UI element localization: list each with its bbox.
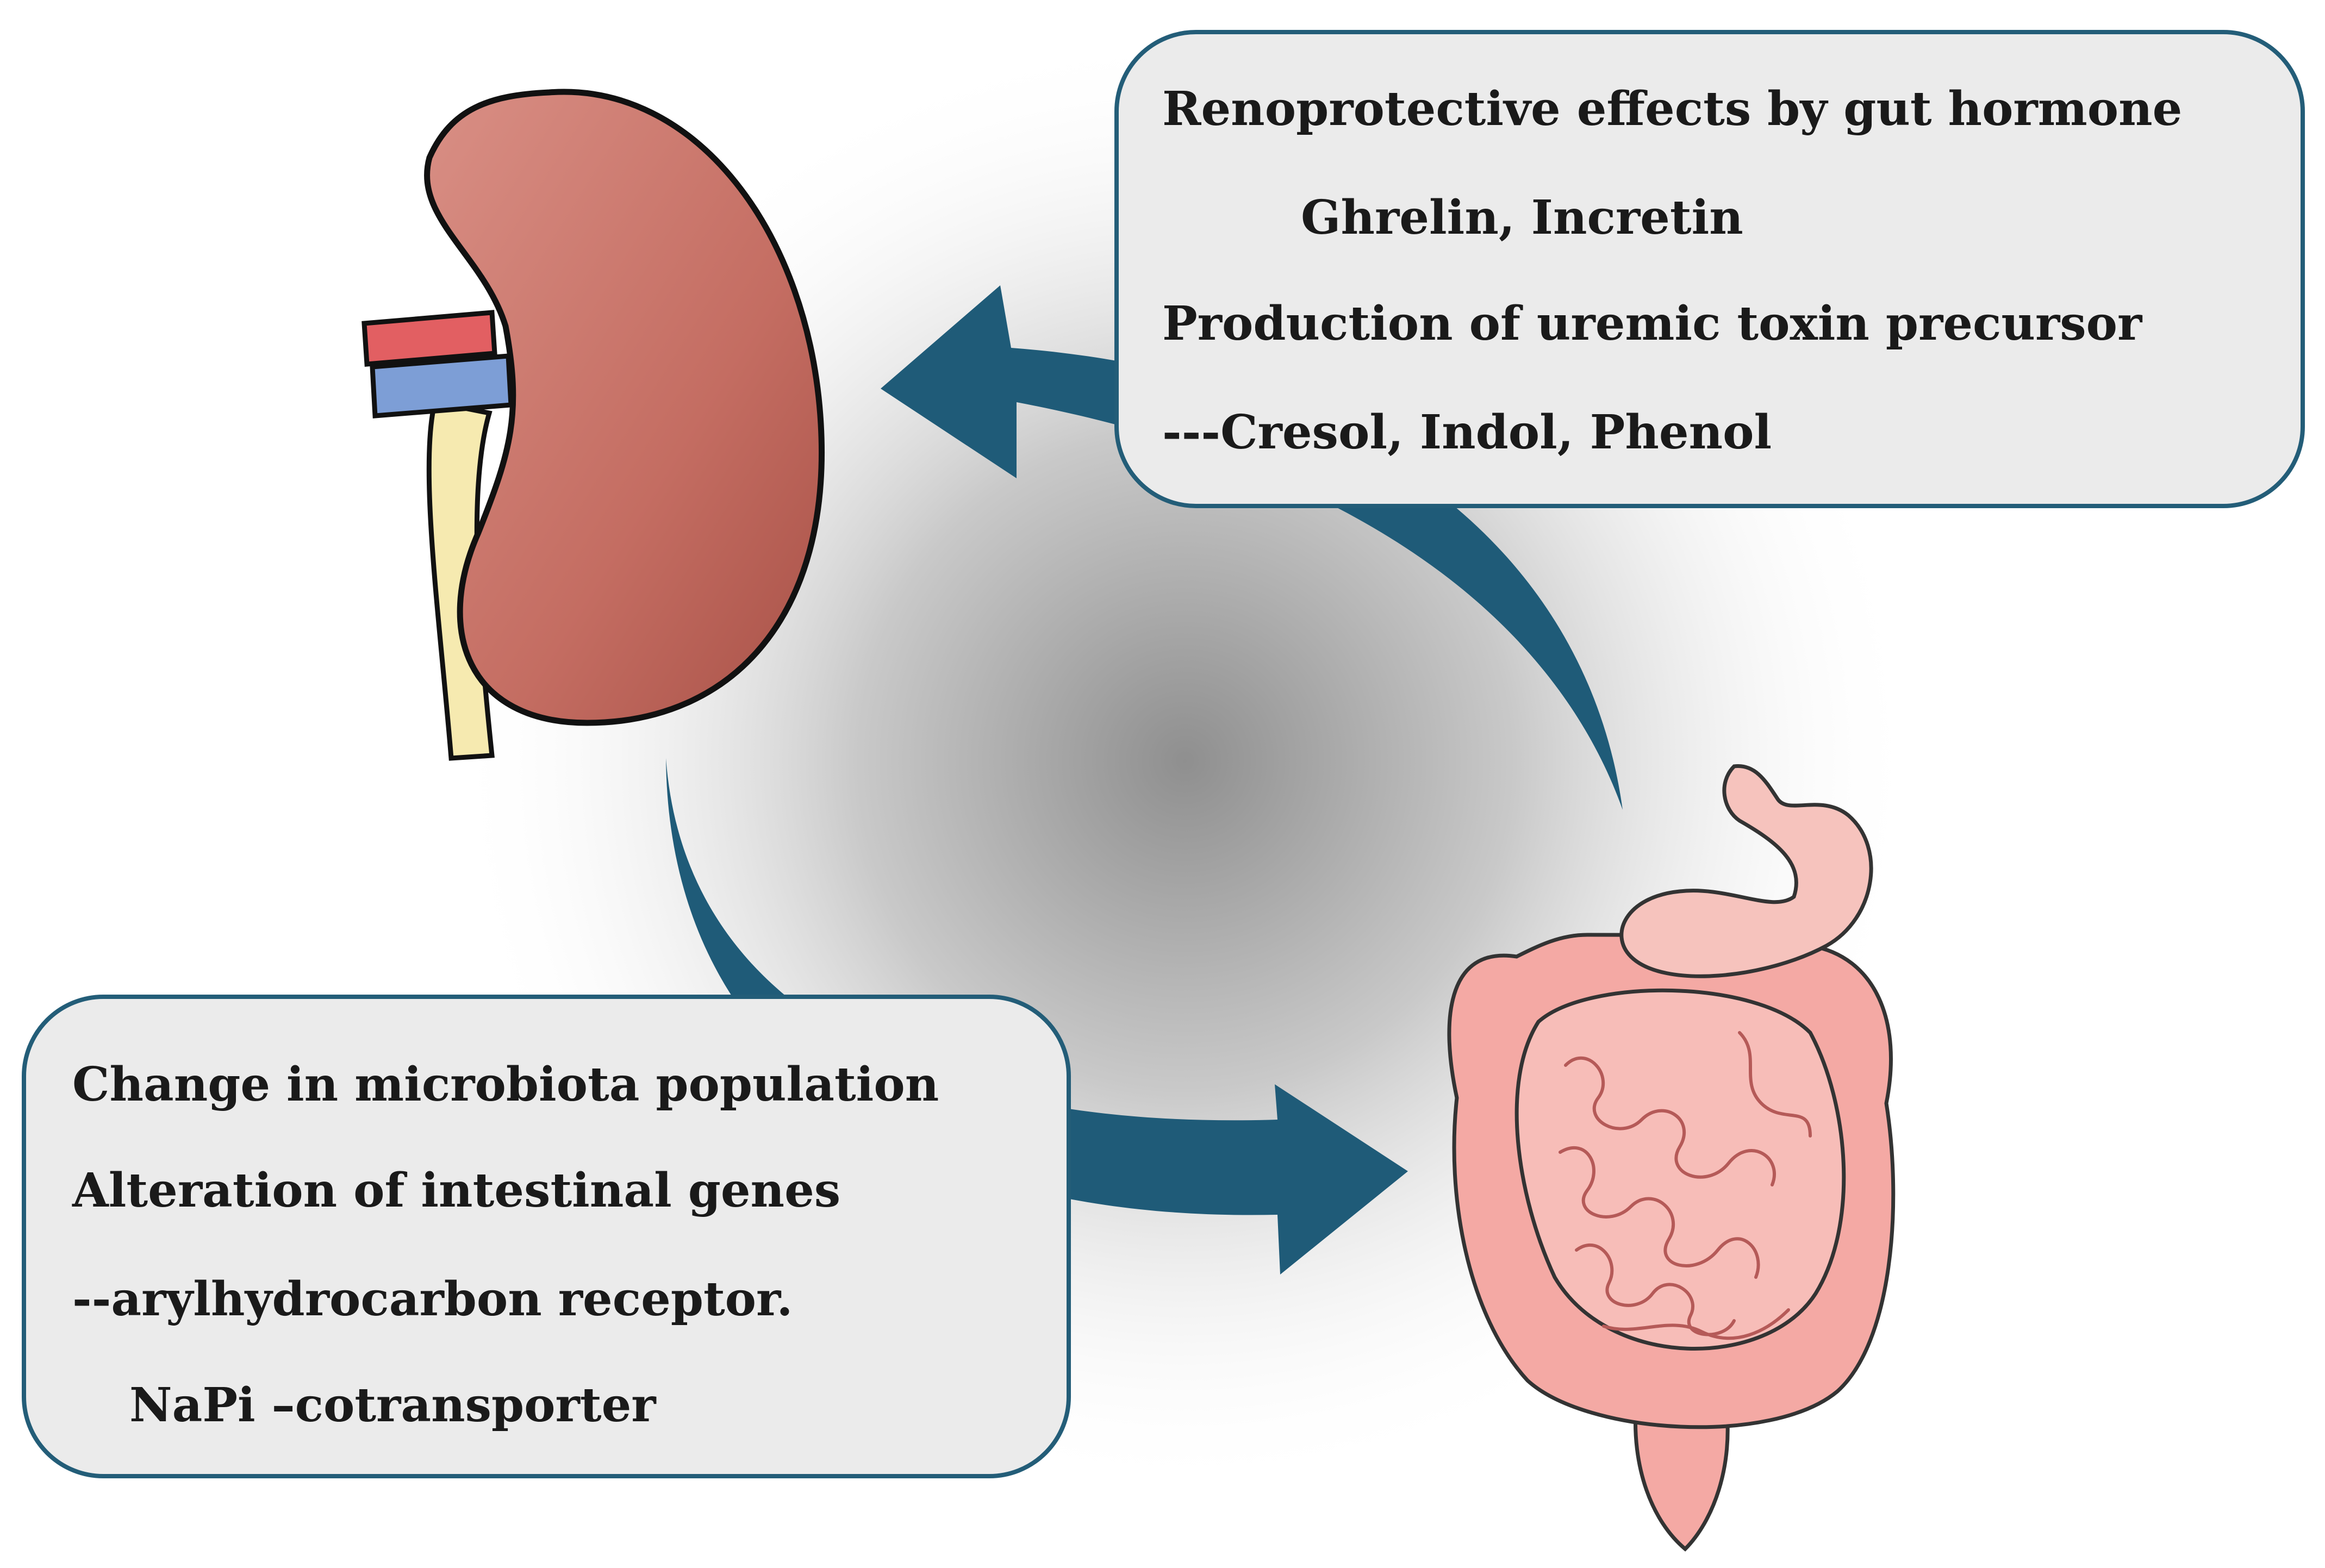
kidney-to-gut-line-3: --arylhydrocarbon receptor.: [72, 1272, 793, 1327]
kidney-to-gut-line-4: NaPi –cotransporter: [129, 1378, 656, 1433]
gut-to-kidney-box: Renoprotective effects by gut hormone Gh…: [1114, 30, 2305, 508]
kidney-body: [424, 89, 825, 726]
kidney-icon: [361, 89, 825, 761]
intestine-icon: [1447, 764, 1896, 1552]
gut-to-kidney-line-2: Ghrelin, Incretin: [1301, 190, 1743, 245]
renal-vein: [370, 353, 514, 418]
gut-to-kidney-line-4: ---Cresol, Indol, Phenol: [1162, 405, 1772, 460]
kidney-to-gut-line-2: Alteration of intestinal genes: [72, 1163, 841, 1218]
renal-artery: [361, 310, 497, 367]
gut-to-kidney-arrow: [881, 285, 1623, 810]
kidney-to-gut-arrow: [666, 758, 1408, 1275]
rectum: [1633, 1400, 1730, 1552]
gut-to-kidney-line-3: Production of uremic toxin precursor: [1162, 296, 2142, 351]
stomach: [1619, 764, 1873, 978]
kidney-to-gut-line-1: Change in microbiota population: [72, 1057, 939, 1112]
intestine-loops: [1559, 1031, 1812, 1340]
gut-to-kidney-line-1: Renoprotective effects by gut hormone: [1162, 82, 2183, 136]
kidney-to-gut-box: Change in microbiota population Alterati…: [22, 995, 1071, 1478]
